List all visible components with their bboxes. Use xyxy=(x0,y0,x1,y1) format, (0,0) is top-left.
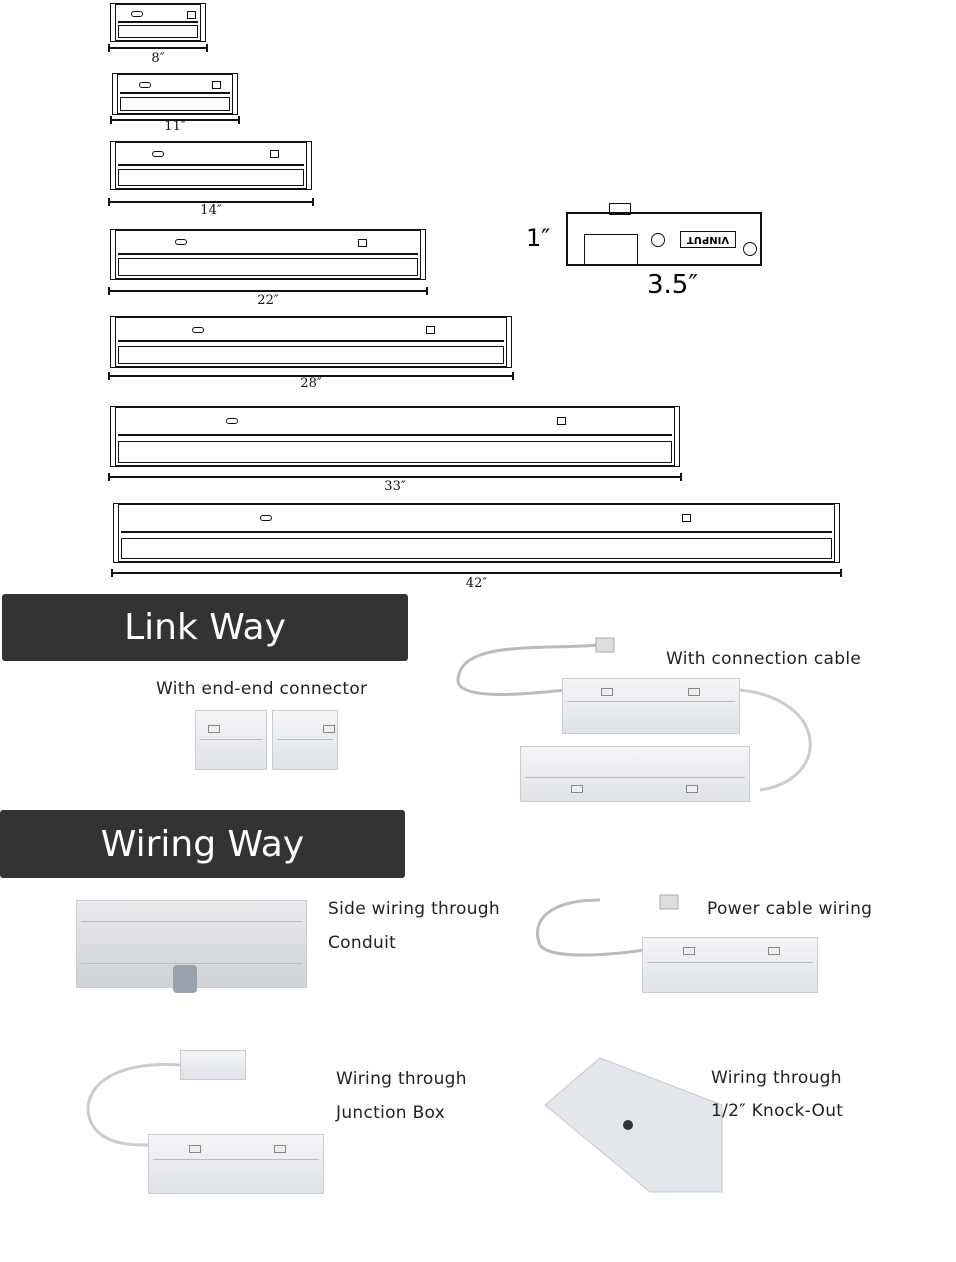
dimension-line xyxy=(108,287,428,295)
conduit-caption-line2: Conduit xyxy=(328,933,397,953)
dimension-line xyxy=(111,569,842,577)
dimension-line xyxy=(110,116,240,124)
end-connector-caption: With end-end connector xyxy=(156,679,368,699)
junction-caption-line1: Wiring through xyxy=(336,1069,467,1089)
length-label: 14″ xyxy=(200,203,222,218)
dimension-line xyxy=(108,44,208,52)
length-label: 22″ xyxy=(257,293,279,308)
knockout-caption-line2: 1/2″ Knock-Out xyxy=(711,1101,844,1121)
dimension-line xyxy=(108,372,514,380)
light-bar-0 xyxy=(110,3,206,42)
length-label: 33″ xyxy=(384,479,406,494)
power-cable-caption: Power cable wiring xyxy=(707,899,873,919)
connection-cable-caption: With connection cable xyxy=(666,649,862,669)
junction-box-height-label: 1″ xyxy=(526,224,551,252)
conduit-caption-line1: Side wiring through xyxy=(328,899,500,919)
junction-box-width-label: 3.5″ xyxy=(647,270,699,300)
dimension-line xyxy=(108,473,682,481)
light-bar-3 xyxy=(110,229,426,280)
dimension-line xyxy=(108,198,314,206)
length-label: 8″ xyxy=(151,51,165,66)
knockout-caption-line1: Wiring through xyxy=(711,1068,842,1088)
wiring-way-banner: Wiring Way xyxy=(0,810,405,878)
light-bar-6 xyxy=(113,503,840,563)
light-bar-5 xyxy=(110,406,680,467)
length-label: 42″ xyxy=(465,576,488,591)
light-bar-2 xyxy=(110,141,312,190)
light-bar-4 xyxy=(110,316,512,368)
length-label: 28″ xyxy=(300,376,322,391)
junction-box-logo: VINPUT xyxy=(680,231,736,248)
link-way-banner: Link Way xyxy=(2,594,408,661)
length-label: 11″ xyxy=(164,119,186,134)
junction-caption-line2: Junction Box xyxy=(336,1103,446,1123)
light-bar-1 xyxy=(112,73,238,115)
